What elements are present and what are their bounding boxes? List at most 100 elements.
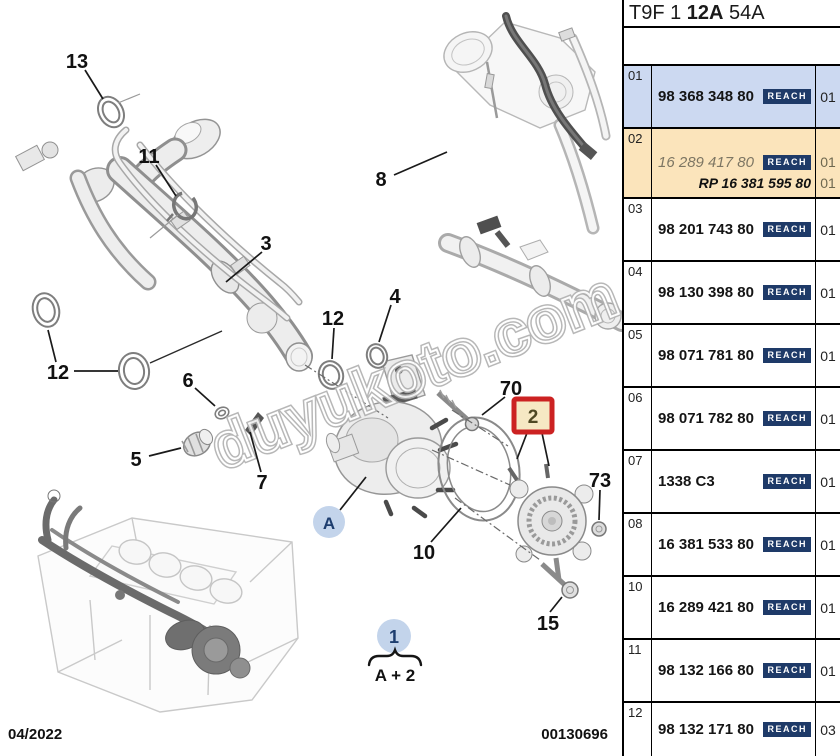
reach-badge[interactable]: REACH [763,285,811,300]
title-suffix: 54A [723,1,765,24]
quantity: 01 [815,388,840,449]
callout-12-mid: 12 [322,308,344,330]
plug-5 [181,428,214,457]
part-number: 16 289 417 80 [658,153,754,171]
crossbar-pipe-sketch [438,215,622,332]
quantity: 01 [820,153,836,170]
title-prefix: T9F 1 [629,1,687,24]
reach-badge[interactable]: REACH [763,411,811,426]
edition-date: 04/2022 [8,726,63,743]
quantity: 01 [820,174,836,191]
page-title: T9F 1 12A 54A [624,0,840,28]
callout-7: 7 [256,472,267,494]
part-number: 98 201 743 80 [658,221,754,238]
bolt-15 [540,562,579,599]
table-row[interactable]: 03 98 201 743 80 REACH 01 [624,199,840,262]
part-number: 98 368 348 80 [658,88,754,105]
brace-icon [367,646,423,667]
row-number: 03 [624,199,652,260]
clamp-11 [166,191,199,222]
part-number: 98 071 781 80 [658,347,754,364]
washer-6 [214,406,230,420]
callout-A: A [323,514,335,533]
callout-circle-1: 1 A + 2 [367,619,423,685]
callout-8: 8 [375,169,386,191]
part-number: 98 132 166 80 [658,662,754,679]
quantity: 01 [815,640,840,701]
table-row[interactable]: 08 16 381 533 80 REACH 01 [624,514,840,577]
callout-circle-A: A [313,506,345,538]
part-number: 1338 C3 [658,473,715,490]
part-number: 16 381 533 80 [658,536,754,553]
o-ring-13 [97,95,125,129]
quantity: 01 [815,451,840,512]
reach-badge[interactable]: REACH [763,600,811,615]
water-outlet-housing-sketch [325,354,459,519]
row-number: 07 [624,451,652,512]
callout-6: 6 [182,370,193,392]
table-row[interactable]: 07 1338 C3 REACH 01 [624,451,840,514]
o-ring-12-mid [317,360,345,390]
empty-header-row [624,28,840,66]
part-number: 98 130 398 80 [658,284,754,301]
callout-box-2: 2 [511,396,555,435]
callout-13: 13 [66,51,88,73]
reach-badge[interactable]: REACH [763,474,811,489]
document-number: 00130696 [541,726,608,743]
reach-badge[interactable]: REACH [763,722,811,737]
table-row[interactable]: 04 98 130 398 80 REACH 01 [624,262,840,325]
callout-3: 3 [260,233,271,255]
exploded-parts-diagram: duyukoto.com duyukoto.com 13 11 [14,12,622,713]
row-number: 10 [624,577,652,638]
row-number: 04 [624,262,652,323]
table-row[interactable]: 11 98 132 166 80 REACH 01 [624,640,840,703]
callout-12-left: 12 [47,362,69,384]
reach-badge[interactable]: REACH [763,537,811,552]
parts-table-panel: T9F 1 12A 54A 01 98 368 348 80 REACH 01 0… [622,0,840,756]
o-ring-12-left [31,292,151,390]
quantity: 01 [815,199,840,260]
row-number: 01 [624,66,652,127]
clip-7 [245,412,264,436]
o-ring-4 [365,343,389,369]
reach-badge[interactable]: REACH [763,222,811,237]
pump-sketch [507,463,594,581]
assembly-formula: A + 2 [375,666,415,685]
reach-badge[interactable]: REACH [763,89,811,104]
row-number: 11 [624,640,652,701]
table-row[interactable]: 02 16 289 417 80 REACH RP 16 381 595 80 0… [624,129,840,199]
callout-1: 1 [389,627,399,647]
row-number: 06 [624,388,652,449]
quantity: 01 [815,577,840,638]
callout-73: 73 [589,470,611,492]
callout-15: 15 [537,613,559,635]
callout-4: 4 [389,286,401,308]
reach-badge[interactable]: REACH [763,663,811,678]
leader-lines [47,69,601,613]
row-number: 02 [624,129,652,197]
part-number: 98 071 782 80 [658,410,754,427]
replacement-part-number: RP 16 381 595 80 [698,175,811,191]
quantity: 01 [815,514,840,575]
callout-11: 11 [138,146,159,168]
title-section: 12A [686,1,724,24]
nut-73 [591,521,607,537]
quantity: 01 [815,262,840,323]
row-number: 08 [624,514,652,575]
callout-70: 70 [500,378,522,400]
part-number: 98 132 171 80 [658,721,754,738]
coolant-pipe-sketch [14,118,313,372]
callout-10: 10 [413,542,435,564]
callout-5: 5 [130,449,141,471]
reach-badge[interactable]: REACH [763,154,811,170]
axis-lines [117,93,541,561]
reach-badge[interactable]: REACH [763,348,811,363]
quantity: 03 [815,703,840,756]
table-row[interactable]: 06 98 071 782 80 REACH 01 [624,388,840,451]
engine-block-pipe [38,489,251,679]
